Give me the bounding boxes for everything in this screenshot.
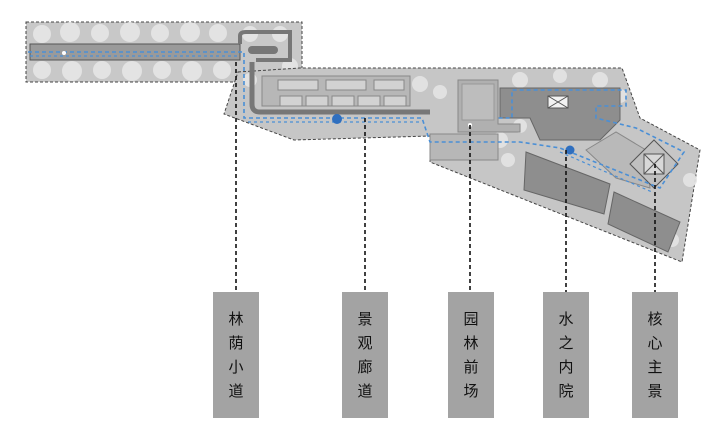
- zone-label-char: 水: [558, 310, 574, 328]
- zone-label-char: 之: [558, 334, 574, 352]
- tree-lined-path-area: [25, 21, 303, 83]
- zone-label-yuanlin: 园 林 前 场: [448, 292, 494, 418]
- zone-label-char: 院: [558, 382, 574, 400]
- zone-label-char: 场: [463, 382, 479, 400]
- zone-label-char: 前: [463, 358, 479, 376]
- zone-label-char: 林: [228, 310, 244, 328]
- zone-label-char: 观: [357, 334, 373, 352]
- garden-front-plaza-area: [429, 79, 521, 161]
- zone-label-char: 内: [558, 358, 574, 376]
- core-main-view-area: [629, 139, 679, 189]
- circulation-path: [28, 51, 686, 189]
- zone-label-char: 林: [463, 334, 479, 352]
- corridor-marker: [332, 114, 342, 124]
- zone-label-linyin: 林 荫 小 道: [213, 292, 259, 418]
- zone-label-char: 荫: [228, 334, 244, 352]
- landscape-corridor-area: [249, 62, 430, 115]
- zone-label-char: 园: [463, 310, 479, 328]
- zone-label-jingguan: 景 观 廊 道: [342, 292, 388, 418]
- path-node-marker: [62, 51, 66, 55]
- zone-label-shuizhi: 水 之 内 院: [543, 292, 589, 418]
- zone-label-hexin: 核 心 主 景: [632, 292, 678, 418]
- zone-label-char: 小: [228, 358, 244, 376]
- courtyard-marker: [565, 145, 575, 155]
- water-inner-courtyard-area: [499, 87, 681, 253]
- zone-label-char: 道: [357, 382, 373, 400]
- zone-label-char: 核: [647, 310, 663, 328]
- zone-label-char: 景: [647, 382, 663, 400]
- zone-label-char: 廊: [357, 358, 373, 376]
- zone-label-char: 景: [357, 310, 373, 328]
- zone-label-char: 主: [647, 358, 663, 376]
- zone-label-char: 心: [647, 334, 663, 352]
- zone-label-char: 道: [228, 382, 244, 400]
